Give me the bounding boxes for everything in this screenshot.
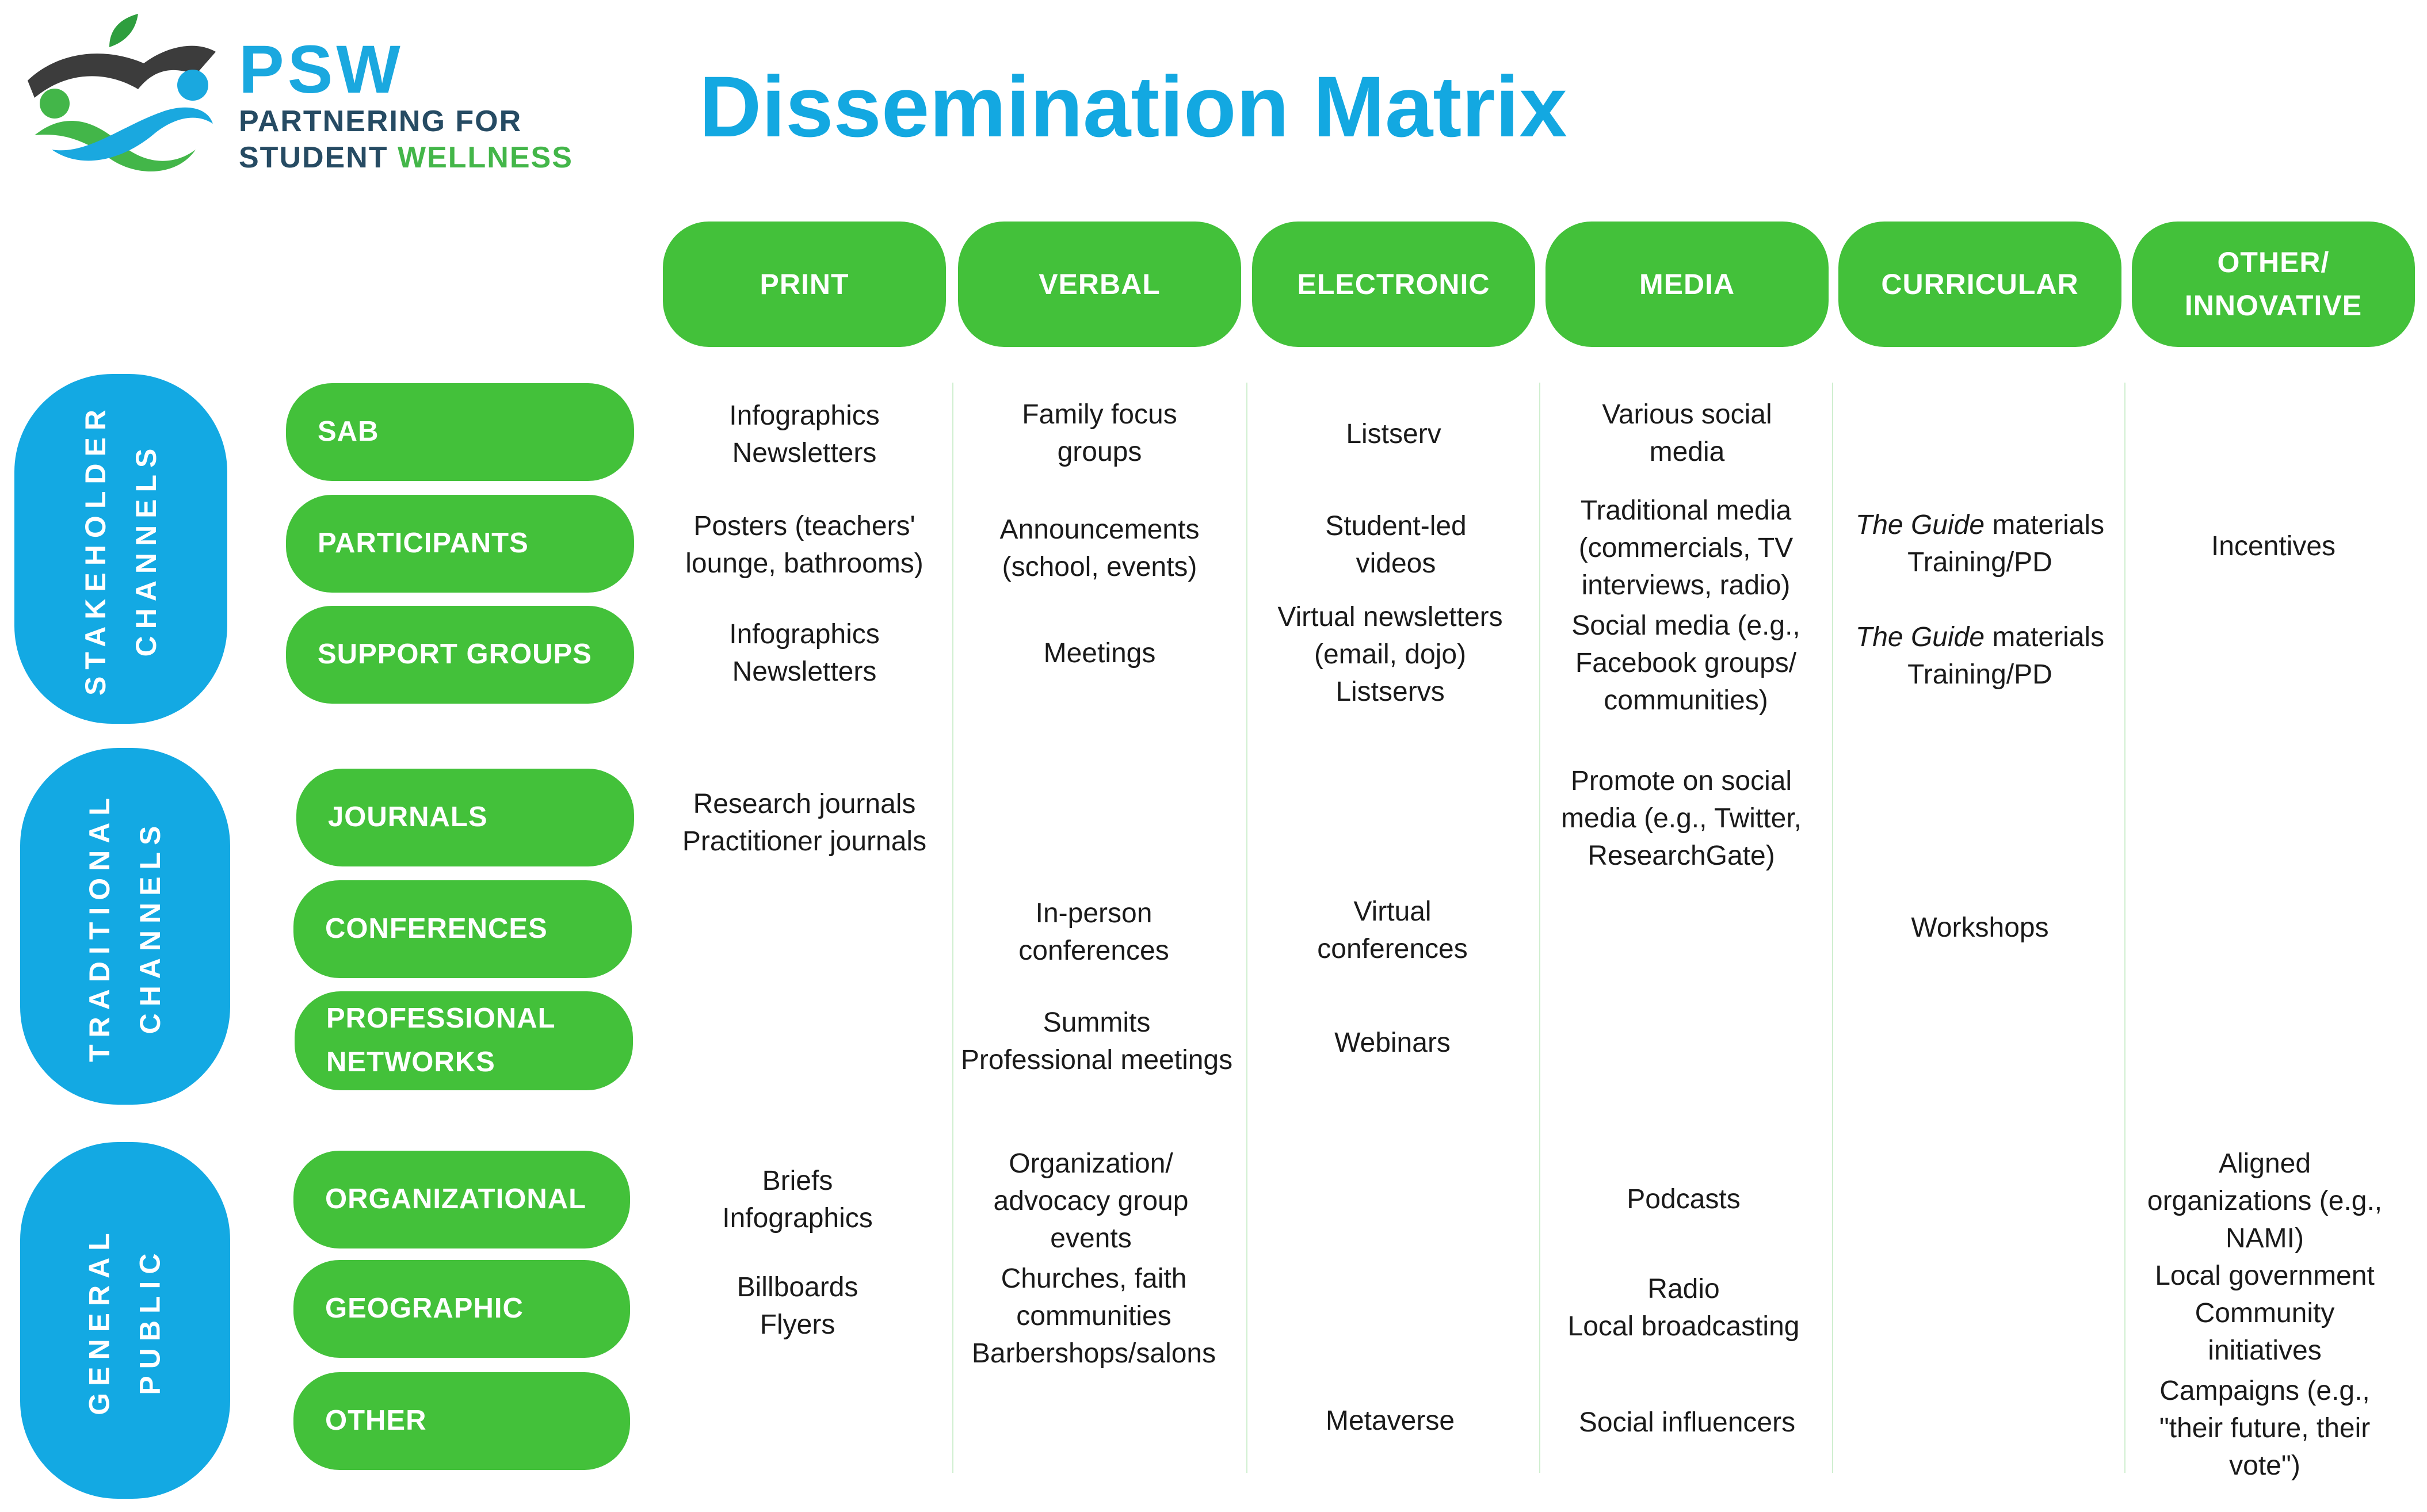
cell-print-sab: Infographics Newsletters (729, 400, 880, 468)
group-general-public: GENERAL PUBLIC (20, 1142, 230, 1499)
cell-electronic-other: Metaverse (1325, 1406, 1455, 1436)
column-header-media: MEDIA (1546, 222, 1829, 347)
cell-print-organizational: Briefs Infographics (722, 1166, 873, 1234)
cell-electronic-support-groups: Virtual newsletters (email, dojo) Listse… (1277, 602, 1503, 707)
logo-line-3: STUDENT WELLNESS (239, 143, 573, 173)
cell-text: materials (1985, 622, 2105, 652)
cell-media-sab: Various social media (1602, 399, 1772, 467)
page-title: Dissemination Matrix (699, 58, 1567, 155)
cell-media-participants: Traditional media (commercials, TV inter… (1578, 495, 1793, 601)
cell-media-journals: Promote on social media (e.g., Twitter, … (1561, 766, 1802, 871)
cell-text: Training/PD (1907, 547, 2052, 578)
cell-print-participants: Posters (teachers' lounge, bathrooms) (685, 511, 924, 579)
cell-verbal-participants: Announcements (school, events) (999, 514, 1200, 582)
row-support-groups: SUPPORT GROUPS (286, 606, 634, 704)
group-label-general-public: GENERAL PUBLIC (83, 1225, 166, 1415)
cell-print-journals: Research journals Practitioner journals (682, 789, 927, 857)
guide-title: The Guide (1855, 510, 1985, 540)
cell-verbal-networks: Summits Professional meetings (960, 1007, 1233, 1075)
cell-print-support-groups: Infographics Newsletters (729, 619, 880, 687)
row-journals: JOURNALS (296, 769, 634, 866)
column-header-verbal: VERBAL (958, 222, 1241, 347)
cell-media-organizational: Podcasts (1627, 1184, 1741, 1215)
cell-media-other: Social influencers (1578, 1407, 1796, 1438)
cell-electronic-networks: Webinars (1334, 1028, 1451, 1058)
logo-line-2: PARTNERING FOR (239, 105, 522, 138)
cell-other-other: Campaigns (e.g., "their future, their vo… (2159, 1376, 2371, 1481)
row-professional-networks: PROFESSIONAL NETWORKS (295, 991, 633, 1090)
cell-verbal-conferences: In-person conferences (1018, 898, 1169, 966)
group-label-traditional: TRADITIONAL CHANNELS (83, 791, 166, 1062)
logo-line-3-b: WELLNESS (398, 141, 573, 174)
cell-verbal-organizational: Organization/ advocacy group events (993, 1148, 1189, 1254)
cell-curricular-conferences: Workshops (1911, 912, 2049, 943)
row-sab: SAB (286, 383, 634, 481)
column-divider (2124, 383, 2125, 1473)
group-label-stakeholder: STAKEHOLDER CHANNELS (79, 402, 162, 696)
row-participants: PARTICIPANTS (286, 495, 634, 593)
column-header-curricular: CURRICULAR (1838, 222, 2121, 347)
cell-media-geographic: Radio Local broadcasting (1567, 1274, 1800, 1342)
column-divider (1832, 383, 1833, 1473)
column-divider (1539, 383, 1540, 1473)
column-header-electronic: ELECTRONIC (1252, 222, 1535, 347)
cell-verbal-geographic: Churches, faith communities Barbershops/… (971, 1263, 1216, 1369)
guide-title: The Guide (1855, 622, 1985, 652)
group-stakeholder-channels: STAKEHOLDER CHANNELS (14, 374, 227, 724)
cell-electronic-participants: Student-led videos (1325, 511, 1467, 579)
logo-mark-icon (28, 14, 216, 171)
row-other: OTHER (293, 1372, 630, 1470)
group-traditional-channels: TRADITIONAL CHANNELS (20, 748, 230, 1105)
cell-other-organizational: Aligned organizations (e.g., NAMI) Local… (2147, 1148, 2383, 1366)
column-header-print: PRINT (663, 222, 946, 347)
cell-print-geographic: Billboards Flyers (737, 1272, 858, 1340)
cell-text: materials (1985, 510, 2105, 540)
cell-electronic-sab: Listserv (1346, 419, 1441, 449)
logo-brand: PSW (239, 32, 404, 108)
column-divider (952, 383, 953, 1473)
row-geographic: GEOGRAPHIC (293, 1260, 630, 1358)
cell-verbal-support-groups: Meetings (1043, 638, 1156, 669)
psw-logo: PSW PARTNERING FOR STUDENT WELLNESS (23, 12, 587, 184)
cell-verbal-sab: Family focus groups (1022, 399, 1177, 467)
row-conferences: CONFERENCES (293, 880, 632, 978)
column-divider (1246, 383, 1247, 1473)
cell-electronic-conferences: Virtual conferences (1317, 896, 1468, 964)
cell-other-participants: Incentives (2211, 531, 2336, 562)
column-header-other-innovative: OTHER/ INNOVATIVE (2132, 222, 2415, 347)
row-organizational: ORGANIZATIONAL (293, 1151, 630, 1248)
cell-text: Training/PD (1907, 659, 2052, 690)
cell-media-support-groups: Social media (e.g., Facebook groups/ com… (1571, 610, 1800, 716)
logo-line-3-a: STUDENT (239, 141, 398, 174)
